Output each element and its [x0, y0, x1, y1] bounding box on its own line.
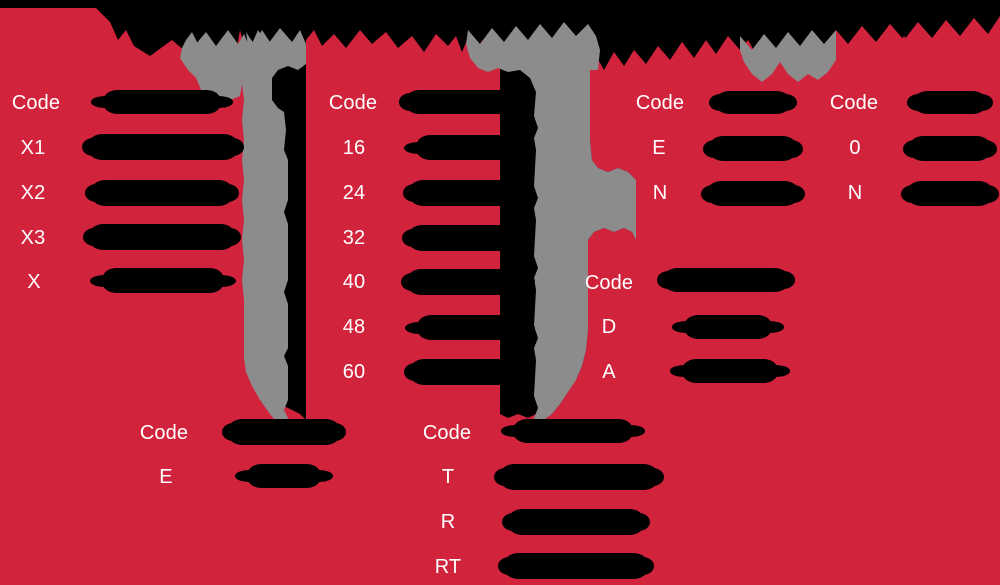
column-header-code: Code: [11, 92, 61, 114]
redaction-bar: [91, 90, 233, 114]
redaction-bar: [701, 181, 805, 206]
row-key-0: 0: [849, 137, 861, 159]
redaction-bar: [903, 136, 997, 161]
row-key-n: N: [847, 182, 863, 204]
row-key-r: R: [440, 511, 456, 533]
redaction-bar: [672, 315, 784, 339]
redaction-bar: [235, 464, 333, 488]
row-key-24: 24: [342, 182, 366, 204]
redaction-bar: [402, 225, 534, 251]
redaction-bar: [657, 268, 795, 292]
row-key-e: E: [159, 466, 173, 488]
column-header-code: Code: [829, 92, 879, 114]
redaction-bar: [703, 136, 803, 161]
redaction-bar: [90, 268, 236, 293]
redaction-bar: [222, 419, 346, 445]
redaction-bar: [501, 419, 645, 443]
redaction-bar: [82, 134, 244, 160]
row-key-a: A: [602, 361, 616, 383]
redaction-bar: [401, 269, 535, 295]
redaction-bar: [709, 91, 797, 114]
row-key-d: D: [601, 316, 617, 338]
column-header-code: Code: [635, 92, 685, 114]
column-header-code: Code: [584, 272, 634, 294]
redaction-bar: [404, 359, 532, 385]
redaction-bar: [498, 553, 654, 579]
row-key-48: 48: [342, 316, 366, 338]
redaction-bar: [670, 359, 790, 383]
row-key-16: 16: [342, 137, 366, 159]
redaction-bar: [399, 90, 535, 114]
column-header-code: Code: [422, 422, 472, 444]
redaction-bar: [83, 224, 241, 250]
column-header-code: Code: [139, 422, 189, 444]
row-key-n: N: [652, 182, 668, 204]
redaction-bar: [502, 509, 650, 535]
row-key-x3: X3: [20, 227, 46, 249]
row-key-e: E: [652, 137, 666, 159]
row-key-60: 60: [342, 361, 366, 383]
row-key-t: T: [441, 466, 455, 488]
redaction-bar: [404, 135, 534, 160]
row-key-32: 32: [342, 227, 366, 249]
row-key-40: 40: [342, 271, 366, 293]
column-header-code: Code: [328, 92, 378, 114]
row-key-x2: X2: [20, 182, 46, 204]
redaction-bar: [901, 181, 999, 206]
row-key-rt: RT: [434, 556, 462, 578]
row-key-x: X: [27, 271, 41, 293]
redaction-bar: [907, 91, 993, 114]
redaction-bar: [403, 180, 533, 206]
redaction-bar: [405, 315, 535, 340]
redaction-bar: [85, 180, 239, 206]
redaction-bar: [494, 464, 664, 490]
row-key-x1: X1: [20, 137, 46, 159]
